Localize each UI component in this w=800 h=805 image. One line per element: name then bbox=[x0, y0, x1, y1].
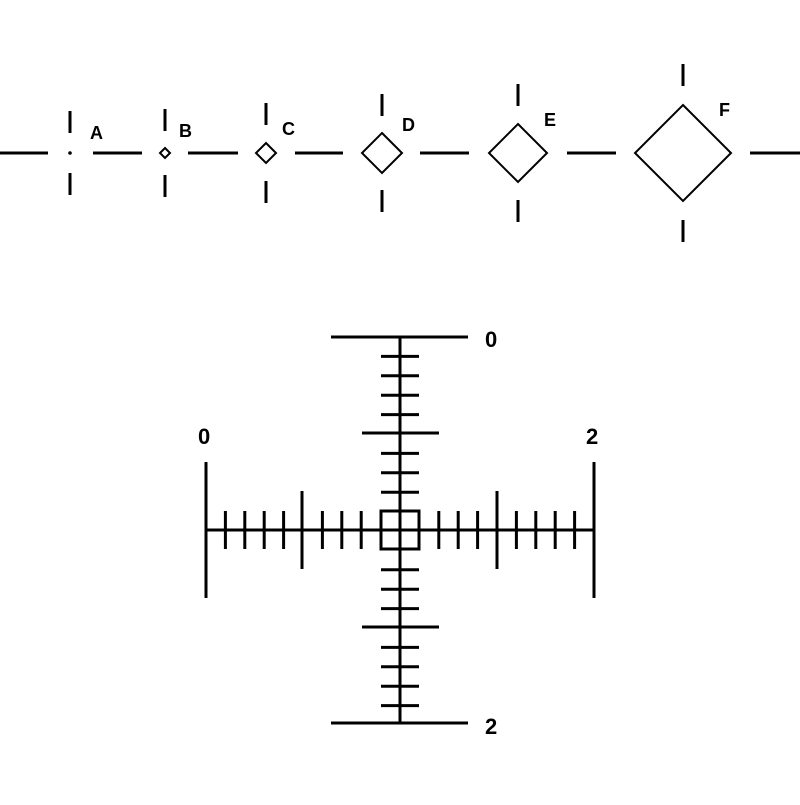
marker-e-label: E bbox=[544, 110, 556, 130]
horizontal-right-label: 2 bbox=[586, 424, 598, 449]
marker-c-label: C bbox=[282, 119, 295, 139]
marker-c-diamond bbox=[254, 141, 278, 165]
marker-a-label: A bbox=[90, 123, 103, 143]
marker-b: B bbox=[158, 109, 192, 197]
marker-a: A bbox=[68, 111, 103, 195]
marker-f: F bbox=[633, 64, 733, 242]
vertical-bottom-label: 2 bbox=[485, 714, 497, 739]
horizontal-minor-ticks bbox=[223, 511, 577, 549]
reticle-center-box bbox=[379, 509, 421, 551]
marker-c: C bbox=[254, 103, 295, 203]
marker-e: E bbox=[487, 84, 556, 222]
marker-b-diamond bbox=[158, 146, 172, 160]
horizontal-left-label: 0 bbox=[198, 424, 210, 449]
vertical-top-label: 0 bbox=[485, 327, 497, 352]
reticle: 0 2 0 2 bbox=[198, 327, 598, 739]
reticle-horizontal-scale: 0 2 bbox=[198, 424, 598, 598]
marker-a-dot bbox=[68, 151, 72, 155]
marker-d-diamond bbox=[360, 131, 404, 175]
marker-row: A B C D E bbox=[0, 64, 800, 242]
marker-e-diamond bbox=[487, 122, 549, 184]
marker-f-label: F bbox=[719, 100, 730, 120]
reticle-vertical-scale: 0 2 bbox=[331, 327, 497, 739]
marker-f-diamond bbox=[633, 103, 733, 203]
vertical-minor-ticks bbox=[381, 354, 419, 708]
marker-d: D bbox=[360, 94, 415, 212]
marker-d-label: D bbox=[402, 115, 415, 135]
marker-b-label: B bbox=[179, 121, 192, 141]
